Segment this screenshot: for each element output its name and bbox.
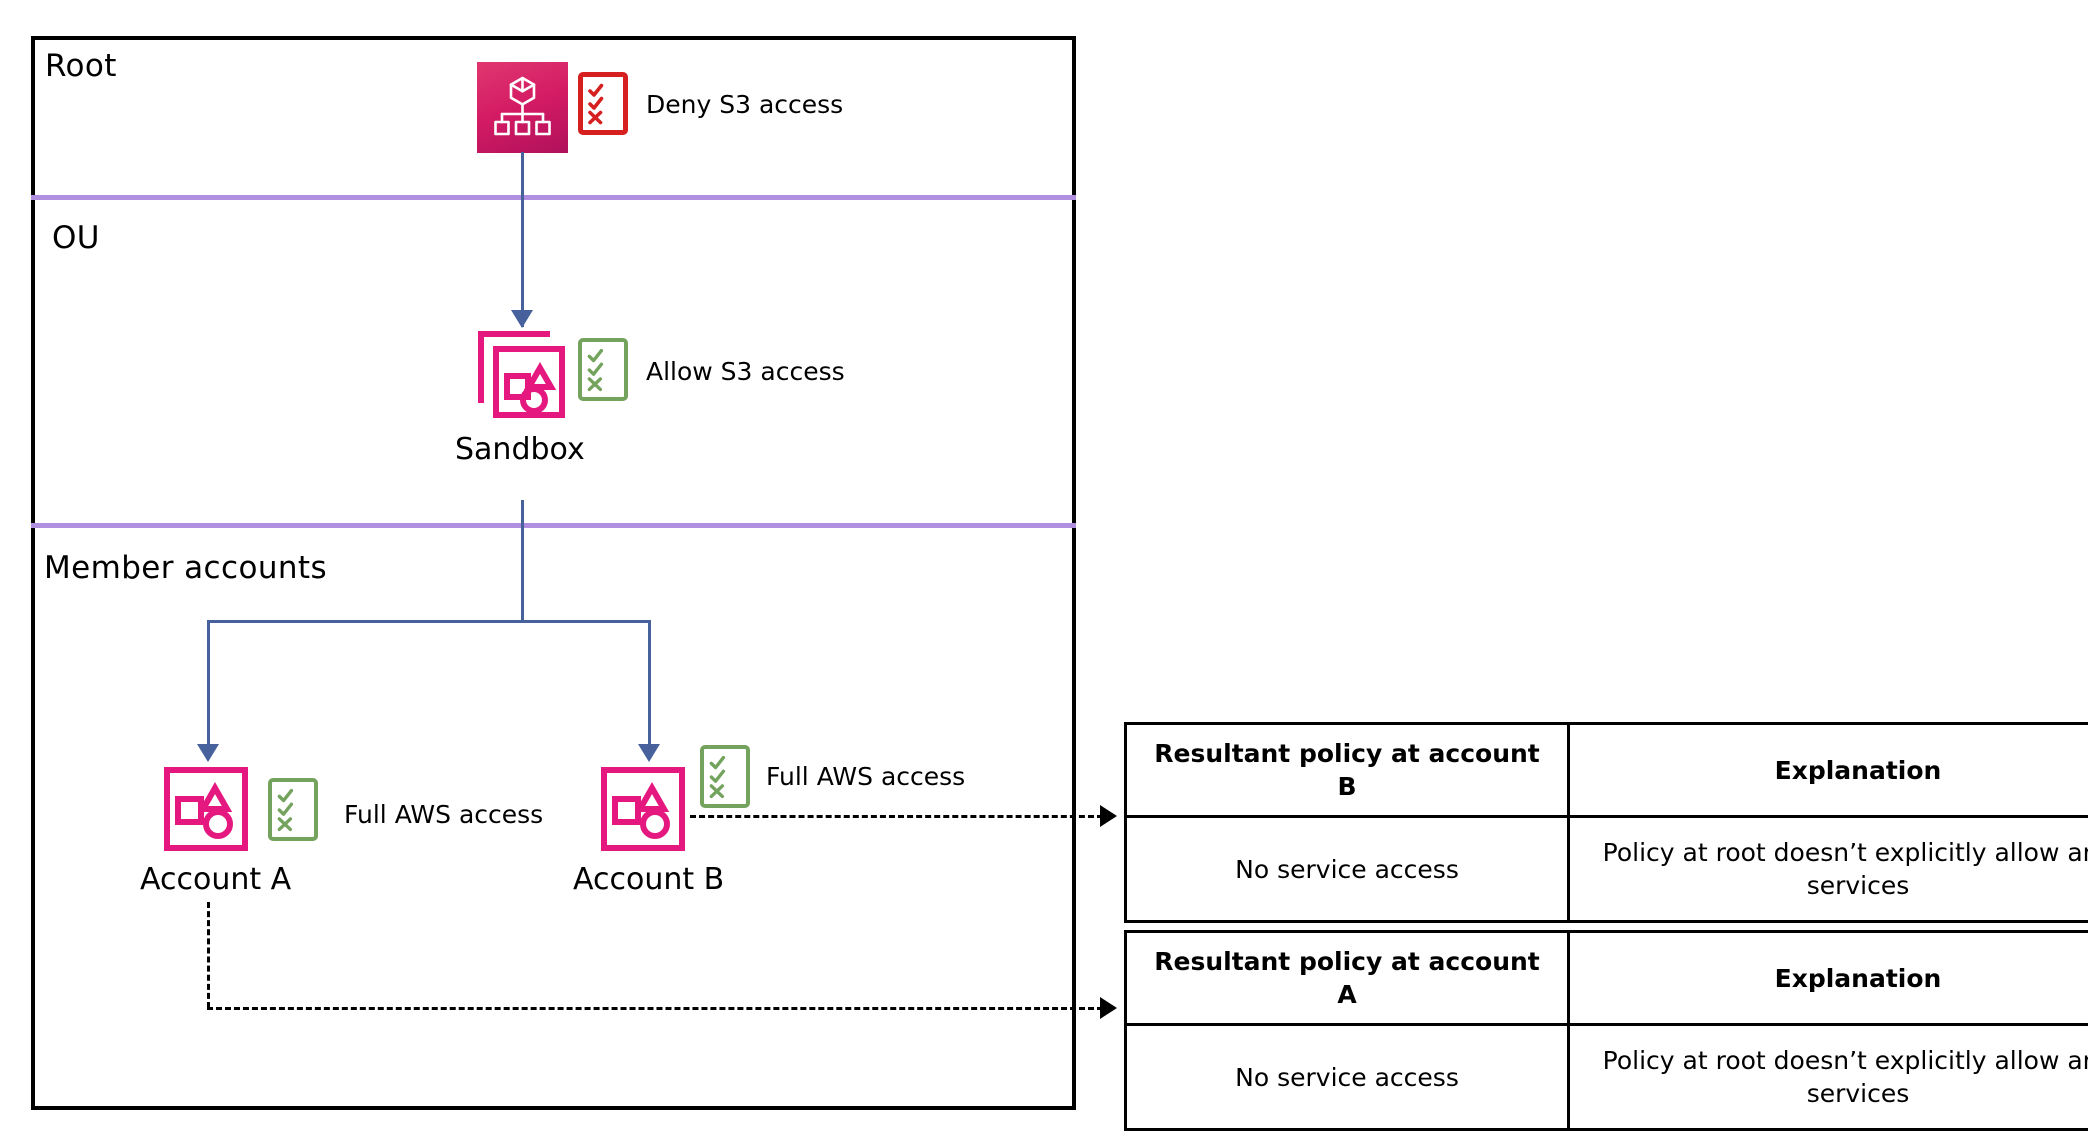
divider-ou-members <box>31 523 1076 528</box>
dashed-connector-account-b-to-table <box>690 815 1103 818</box>
connector-ou-to-branch <box>521 500 524 622</box>
node-label-sandbox: Sandbox <box>455 432 585 467</box>
table-header-row: Resultant policy at account B Explanatio… <box>1126 724 2088 817</box>
policy-label-account-b: Full AWS access <box>766 762 965 791</box>
node-label-account-a: Account A <box>140 862 291 897</box>
result-table-account-a: Resultant policy at account A Explanatio… <box>1124 930 2088 1131</box>
checklist-deny-icon <box>578 72 628 135</box>
aws-account-icon <box>163 766 249 852</box>
table-cell-explanation: Policy at root doesn’t explicitly allow … <box>1569 817 2088 922</box>
dashed-connector-account-a-vertical <box>207 902 210 1008</box>
section-label-root: Root <box>45 48 117 84</box>
node-label-account-b: Account B <box>573 862 724 897</box>
organizational-unit-icon <box>470 328 570 420</box>
table-cell-resultant-policy: No service access <box>1126 1025 1569 1130</box>
arrowhead-account-b-to-table <box>1100 805 1117 827</box>
checklist-allow-icon <box>268 778 318 841</box>
connector-branch-to-account-a <box>207 620 210 748</box>
arrowhead-to-account-b <box>638 744 660 762</box>
policy-label-account-a: Full AWS access <box>344 800 543 829</box>
table-row: No service access Policy at root doesn’t… <box>1126 1025 2088 1130</box>
table-cell-explanation: Policy at root doesn’t explicitly allow … <box>1569 1025 2088 1130</box>
table-header-explanation: Explanation <box>1569 932 2088 1025</box>
connector-branch-to-account-b <box>648 620 651 748</box>
table-cell-resultant-policy: No service access <box>1126 817 1569 922</box>
table-header-resultant-policy: Resultant policy at account B <box>1126 724 1569 817</box>
arrowhead-account-a-to-table <box>1100 997 1117 1019</box>
aws-account-icon <box>600 766 686 852</box>
dashed-connector-account-a-to-table <box>207 1007 1103 1010</box>
checklist-allow-icon <box>700 745 750 808</box>
divider-root-ou <box>31 195 1076 200</box>
section-label-ou: OU <box>52 220 100 256</box>
connector-root-to-ou <box>521 152 524 327</box>
arrowhead-to-account-a <box>197 744 219 762</box>
result-table-account-b: Resultant policy at account B Explanatio… <box>1124 722 2088 923</box>
table-header-row: Resultant policy at account A Explanatio… <box>1126 932 2088 1025</box>
table-header-resultant-policy: Resultant policy at account A <box>1126 932 1569 1025</box>
connector-branch-horizontal <box>207 620 649 623</box>
table-header-explanation: Explanation <box>1569 724 2088 817</box>
aws-organizations-icon <box>477 62 568 153</box>
arrowhead-root-to-ou <box>511 310 533 328</box>
policy-label-sandbox: Allow S3 access <box>646 357 845 386</box>
checklist-allow-icon <box>578 338 628 401</box>
policy-label-root: Deny S3 access <box>646 90 843 119</box>
table-row: No service access Policy at root doesn’t… <box>1126 817 2088 922</box>
section-label-member-accounts: Member accounts <box>44 550 327 586</box>
